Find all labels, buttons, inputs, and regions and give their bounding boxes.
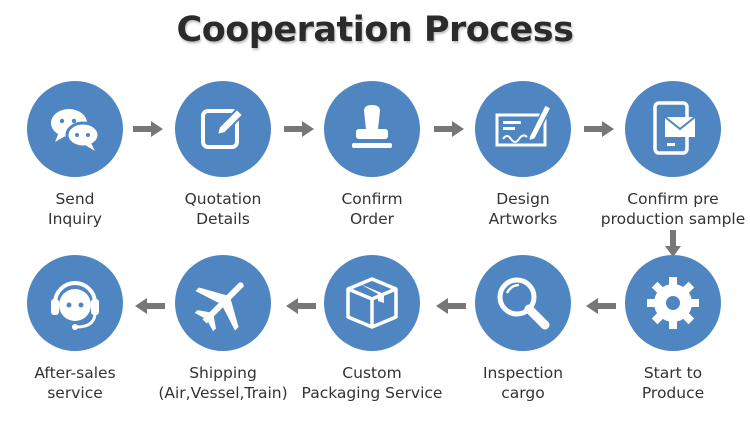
magnifier-icon <box>497 277 550 330</box>
edit-note-icon <box>201 107 245 149</box>
step-label: After-sales service <box>34 364 116 402</box>
step-circle <box>475 81 571 177</box>
step-confirm-pre-production-sample: Confirm pre production sample <box>598 81 748 229</box>
step-label: Confirm pre production sample <box>600 190 746 228</box>
box-icon <box>346 277 398 329</box>
headset-icon <box>51 281 99 330</box>
step-label: Design Artworks <box>488 190 558 228</box>
step-label: Inspection cargo <box>482 364 564 402</box>
step-circle <box>625 255 721 351</box>
step-circle <box>27 81 123 177</box>
stamp-icon <box>352 105 392 148</box>
step-label: Send Inquiry <box>48 190 102 228</box>
arrow-left-icon <box>286 298 316 314</box>
check-signature-icon <box>495 103 553 147</box>
step-custom-packaging-service: Custom Packaging Service <box>297 255 447 403</box>
step-label: Start to Produce <box>641 364 705 402</box>
arrow-left-icon <box>436 298 466 314</box>
step-circle <box>324 81 420 177</box>
step-start-to-produce: Start to Produce <box>598 255 748 403</box>
step-circle <box>475 255 571 351</box>
step-design-artworks: Design Artworks <box>448 81 598 229</box>
arrow-left-icon <box>135 298 165 314</box>
step-circle <box>175 81 271 177</box>
arrow-down-icon <box>665 230 681 257</box>
step-circle <box>175 255 271 351</box>
diagram-title: Cooperation Process <box>176 10 574 50</box>
arrow-left-icon <box>586 298 616 314</box>
arrow-right-icon <box>584 121 614 137</box>
step-confirm-order: Confirm Order <box>297 81 447 229</box>
gear-icon <box>647 277 699 329</box>
arrow-right-icon <box>434 121 464 137</box>
step-label: Shipping (Air,Vessel,Train) <box>158 364 288 402</box>
arrow-right-icon <box>284 121 314 137</box>
airplane-icon <box>194 282 244 332</box>
step-circle <box>324 255 420 351</box>
step-label: Quotation Details <box>184 190 262 228</box>
step-quotation-details: Quotation Details <box>148 81 298 229</box>
arrow-right-icon <box>133 121 163 137</box>
phone-mail-icon <box>653 101 696 155</box>
step-circle <box>27 255 123 351</box>
step-label: Confirm Order <box>341 190 403 228</box>
step-label: Custom Packaging Service <box>301 364 443 402</box>
chat-bubbles-icon <box>51 109 101 151</box>
step-after-sales-service: After-sales service <box>0 255 150 403</box>
step-inspection-cargo: Inspection cargo <box>448 255 598 403</box>
step-circle <box>625 81 721 177</box>
step-send-inquiry: Send Inquiry <box>0 81 150 229</box>
step-shipping: Shipping (Air,Vessel,Train) <box>148 255 298 403</box>
